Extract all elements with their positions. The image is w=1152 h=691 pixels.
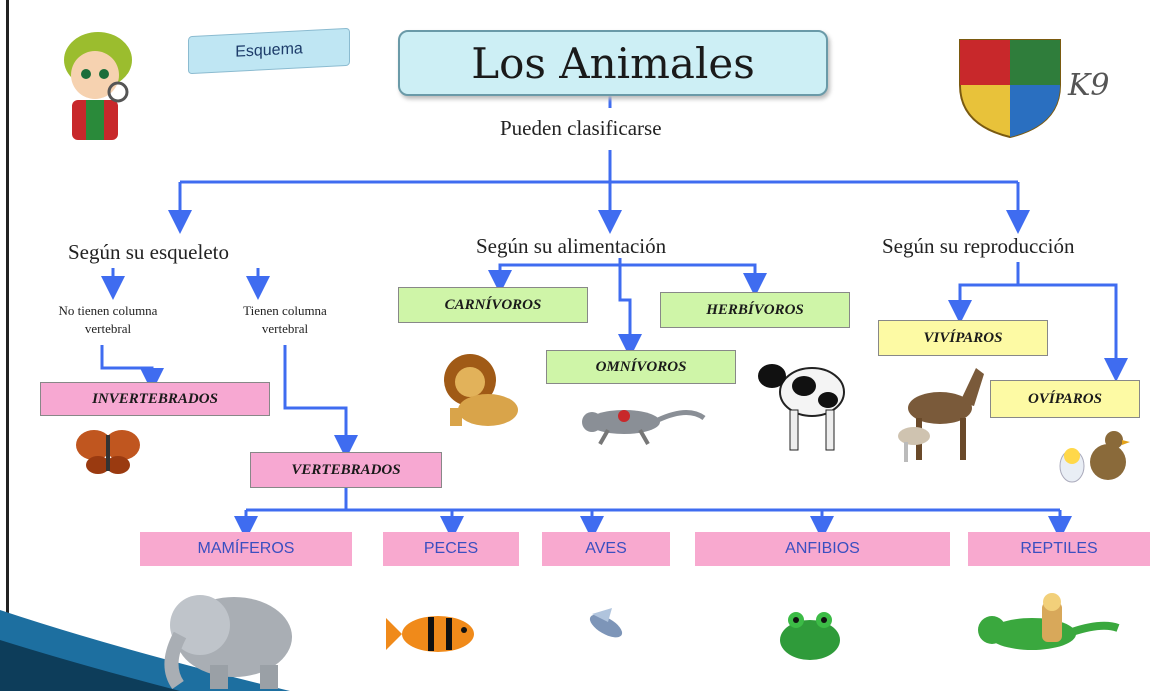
label-si-columna-line2: vertebral [261, 321, 309, 336]
cow-icon [758, 364, 845, 451]
reptile-icon [978, 593, 1120, 650]
branch-alimentacion: Según su alimentación [476, 234, 667, 258]
lizard-icon [582, 410, 706, 445]
lion-icon [444, 354, 518, 426]
box-omnivoros: OMNÍVOROS [546, 350, 736, 384]
box-peces: PECES [383, 532, 519, 566]
label-si-columna-line1: Tienen columna [243, 303, 327, 318]
box-invertebrados: INVERTEBRADOS [40, 382, 270, 416]
box-oviparos: OVÍPAROS [990, 380, 1140, 418]
frog-icon [780, 612, 840, 660]
label-no-columna: No tienen columna vertebral [18, 302, 198, 338]
box-reptiles: REPTILES [968, 532, 1150, 566]
boy-character-icon [64, 32, 132, 140]
fish-icon [386, 616, 474, 652]
branch-reproduccion: Según su reproducción [882, 234, 1075, 258]
box-mamiferos: MAMÍFEROS [140, 532, 352, 566]
branch-esqueleto: Según su esqueleto [68, 240, 229, 264]
elephant-icon [164, 595, 292, 690]
box-aves: AVES [542, 532, 670, 566]
label-no-columna-line2: vertebral [84, 321, 132, 336]
label-no-columna-line1: No tienen columna [58, 303, 158, 318]
box-herbivoros: HERBÍVOROS [660, 292, 850, 328]
label-si-columna: Tienen columna vertebral [205, 302, 365, 338]
box-vertebrados: VERTEBRADOS [250, 452, 442, 488]
horse-icon [898, 368, 984, 462]
box-viviparos: VIVÍPAROS [878, 320, 1048, 356]
box-anfibios: ANFIBIOS [695, 532, 950, 566]
svg-text:K9: K9 [1067, 68, 1110, 103]
box-carnivoros: CARNÍVOROS [398, 287, 588, 323]
diagram-title: Los Animales [398, 30, 828, 96]
crest-icon: K9 [959, 39, 1110, 139]
slide-left-border [6, 0, 9, 691]
bird-icon [589, 608, 623, 638]
butterfly-icon [76, 430, 140, 474]
subtitle: Pueden clasificarse [500, 116, 662, 140]
chick-egg-icon [1059, 431, 1130, 483]
